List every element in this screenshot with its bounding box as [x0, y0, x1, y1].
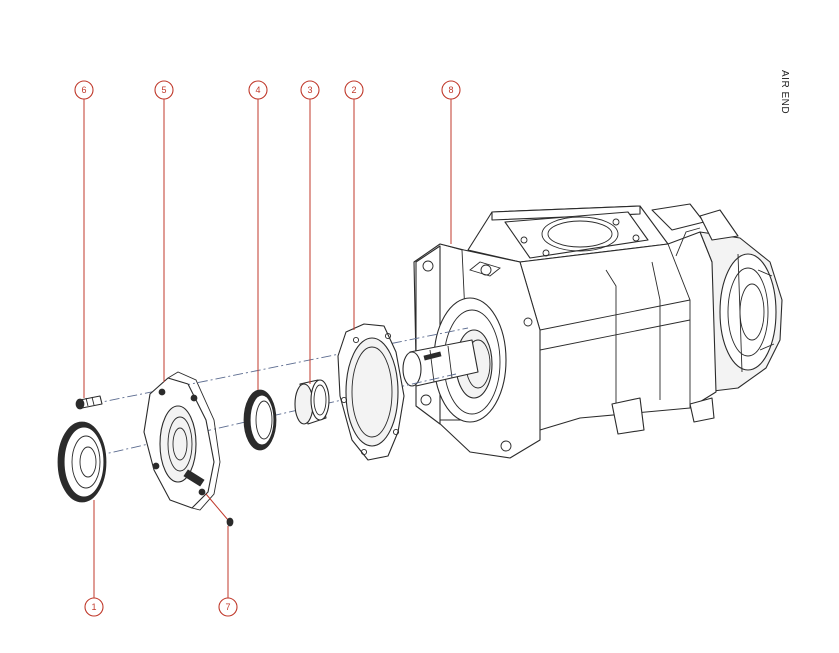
shaft-seal-part — [243, 389, 277, 451]
callout-1-label: 1 — [91, 602, 96, 612]
set-screw-part — [205, 493, 234, 527]
callout-3: 3 — [300, 80, 320, 100]
callout-5: 5 — [154, 80, 174, 100]
sleeve-part — [294, 379, 330, 425]
callout-6-label: 6 — [81, 85, 86, 95]
callout-8: 8 — [441, 80, 461, 100]
callout-2-label: 2 — [351, 85, 356, 95]
lip-seal-part — [57, 421, 107, 503]
callout-3-label: 3 — [307, 85, 312, 95]
leader-lines — [83, 98, 452, 598]
seal-cover-part — [143, 371, 221, 511]
callout-6: 6 — [74, 80, 94, 100]
gasket-part — [337, 323, 405, 461]
callout-1: 1 — [84, 597, 104, 617]
callout-7-label: 7 — [225, 602, 230, 612]
callout-5-label: 5 — [161, 85, 166, 95]
callout-4-label: 4 — [255, 85, 260, 95]
callout-4: 4 — [248, 80, 268, 100]
callout-8-label: 8 — [448, 85, 453, 95]
callout-2: 2 — [344, 80, 364, 100]
callout-7: 7 — [218, 597, 238, 617]
air-end-housing — [402, 203, 783, 459]
bolt-part — [75, 395, 103, 410]
